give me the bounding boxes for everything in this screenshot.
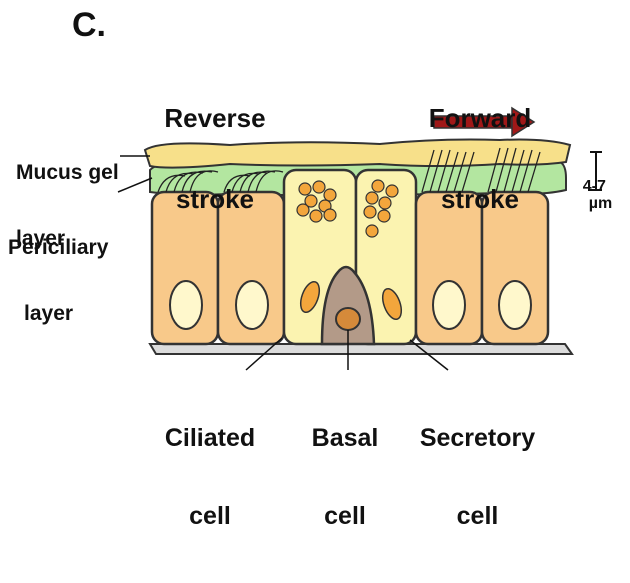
reverse-stroke-label: Reverse stroke <box>150 50 280 268</box>
airway-epithelium-diagram: C. Reverse stroke Forward stroke Mucus g… <box>0 0 630 439</box>
thickness-unit: µm <box>589 195 612 212</box>
basement-membrane <box>150 344 572 354</box>
ciliated-cell-line-2: cell <box>150 503 270 529</box>
reverse-stroke-line-2: stroke <box>150 186 280 213</box>
secretory-cell-line-1: Secretory <box>405 425 550 451</box>
periciliary-label-line-2: layer <box>8 303 108 325</box>
ciliated-cell-line-1: Ciliated <box>150 425 270 451</box>
basal-cell-line-1: Basal <box>290 425 400 451</box>
ciliated-nucleus-4 <box>499 281 531 329</box>
forward-stroke-line-2: stroke <box>410 186 550 213</box>
forward-stroke-line-1: Forward <box>410 105 550 132</box>
reverse-stroke-line-1: Reverse <box>150 105 280 132</box>
ciliated-cell-label: Ciliated cell <box>150 372 270 582</box>
ciliated-nucleus-2 <box>236 281 268 329</box>
thickness-label: 4-7 µm <box>565 162 612 229</box>
panel-letter: C. <box>72 8 106 44</box>
basal-cell-label: Basal cell <box>290 372 400 582</box>
basal-cell-line-2: cell <box>290 503 400 529</box>
thickness-value: 4-7 <box>583 178 606 195</box>
ciliated-nucleus-3 <box>433 281 465 329</box>
periciliary-label-line-1: Periciliary <box>8 237 108 259</box>
ciliated-nucleus-1 <box>170 281 202 329</box>
mucus-label-line-1: Mucus gel <box>16 162 119 184</box>
periciliary-layer-label: Periciliary layer <box>8 193 108 369</box>
secretory-cell-line-2: cell <box>405 503 550 529</box>
basal-cell-nucleus <box>336 308 360 330</box>
forward-stroke-label: Forward stroke <box>410 50 550 268</box>
secretory-cell-label: Secretory cell <box>405 372 550 582</box>
